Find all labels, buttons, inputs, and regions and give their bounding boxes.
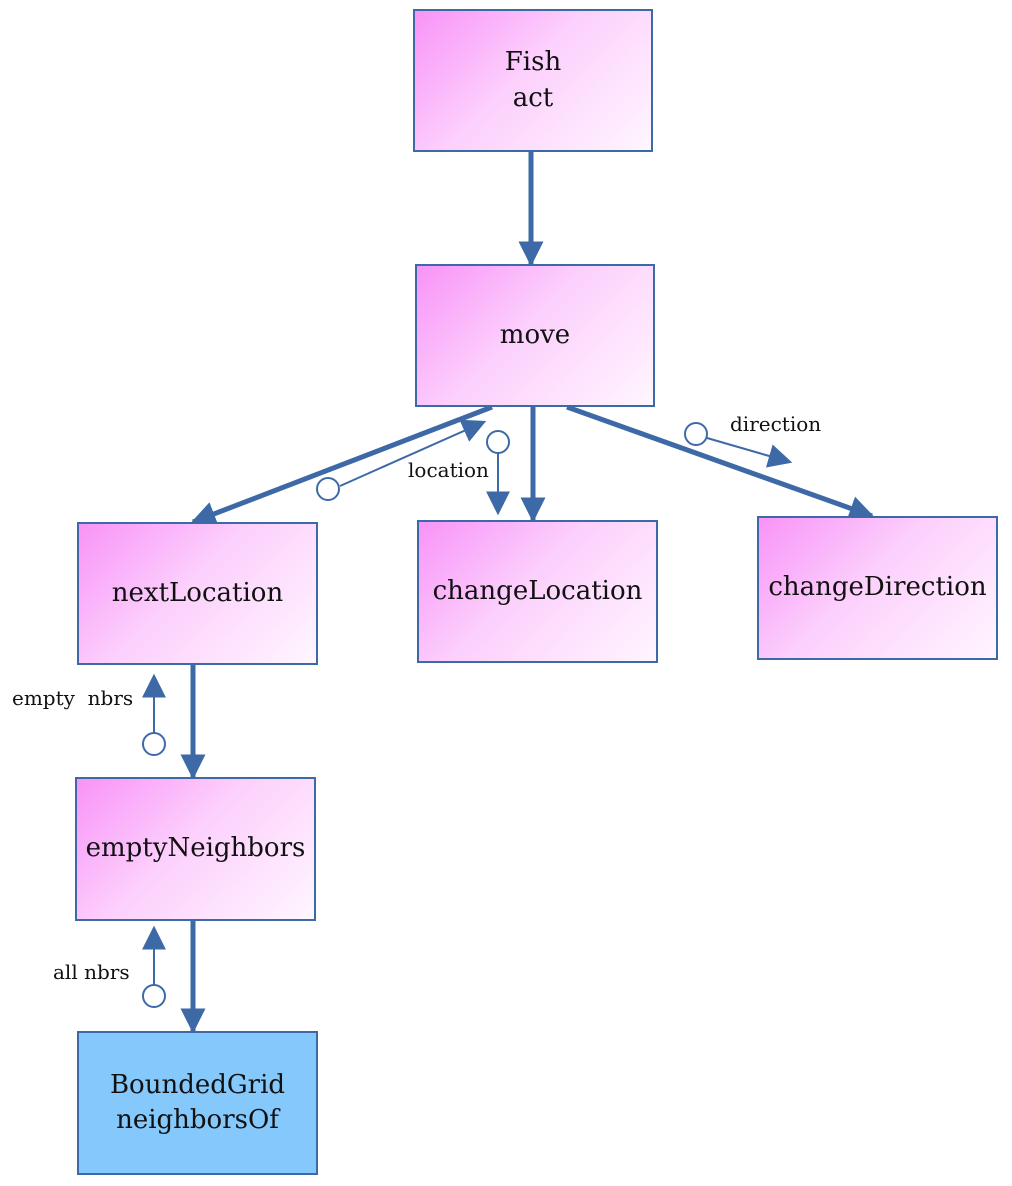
label-all-nbrs: all nbrs [53,960,130,984]
label-direction: direction [730,412,822,436]
module-method-name: act [512,82,554,113]
call-arrow-move-to-nextlocation [190,404,493,526]
module-fish-act: Fish act [413,9,653,152]
module-next-location: nextLocation [77,522,318,665]
label-empty-nbrs: empty nbrs [12,686,134,710]
module-change-direction: changeDirection [757,516,998,660]
data-couple-all-nbrs [142,925,166,1008]
data-couple-direction [684,422,793,468]
data-couple-location-pass [486,430,510,516]
module-method-name: changeLocation [432,575,643,606]
module-empty-neighbors: emptyNeighbors [75,777,316,921]
module-method-name: nextLocation [111,577,284,608]
module-method-name: emptyNeighbors [85,833,306,864]
label-location: location [408,458,489,482]
call-arrow-move-to-changedirection [566,404,875,521]
module-change-location: changeLocation [417,520,658,663]
module-method-name: changeDirection [768,572,987,603]
module-method-name: neighborsOf [116,1105,279,1135]
module-class-name: BoundedGrid [109,1069,286,1100]
data-couple-empty-nbrs [142,673,166,756]
module-bounded-grid-neighbors-of: BoundedGrid neighborsOf [77,1031,318,1175]
module-class-name: Fish [504,47,562,78]
data-couple-location-return [316,419,487,501]
module-method-name: move [499,319,571,350]
module-move: move [415,264,655,407]
